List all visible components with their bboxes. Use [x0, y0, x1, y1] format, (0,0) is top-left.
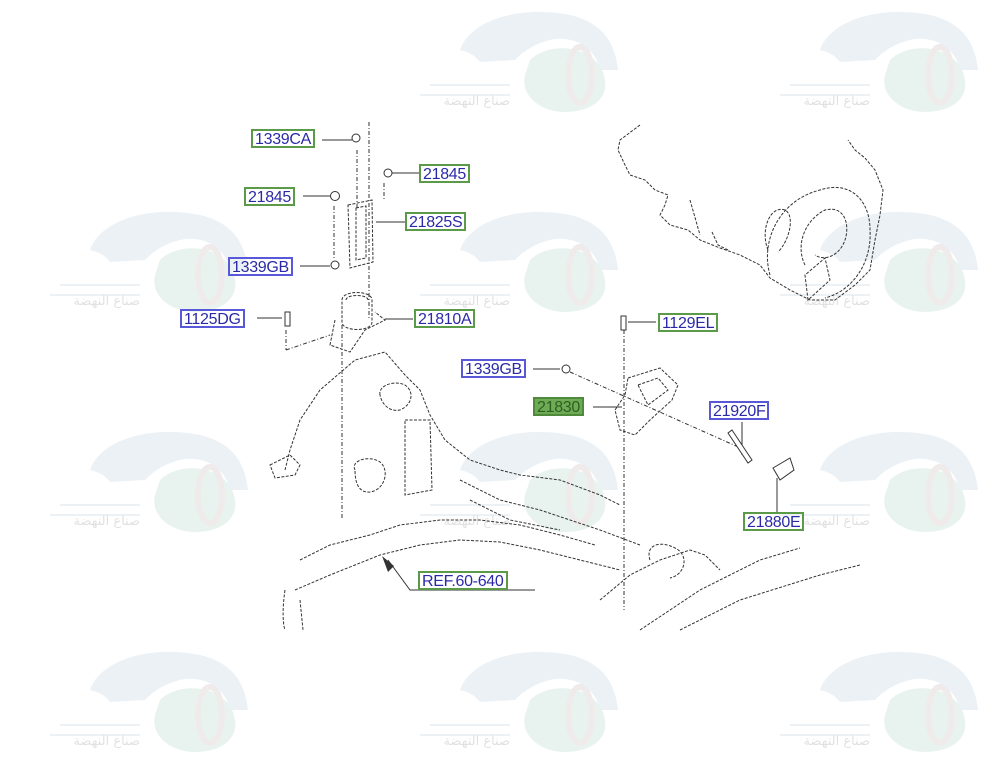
- car-gear-logo-icon: [420, 651, 618, 752]
- subframe-block: [379, 382, 412, 411]
- part-label-1129EL[interactable]: 1129EL: [658, 313, 719, 332]
- engine-outline: [617, 124, 884, 301]
- watermark-text: صناع النهضة: [803, 294, 870, 309]
- engine-bellhousing: [766, 186, 871, 299]
- subframe-block: [353, 458, 386, 493]
- car-gear-logo-icon: [780, 431, 978, 532]
- part-label-21845-right[interactable]: 21845: [419, 164, 470, 183]
- part-label-21845-left[interactable]: 21845: [244, 187, 295, 206]
- part-label-REF-60-640[interactable]: REF.60-640: [418, 571, 508, 590]
- part-label-21810A[interactable]: 21810A: [414, 309, 476, 328]
- subframe-leg: [282, 589, 304, 631]
- watermark-logo: صناع النهضة: [760, 640, 990, 755]
- mount-upper-bracket: [347, 199, 374, 269]
- watermark-text: صناع النهضة: [803, 734, 870, 749]
- subframe-lower: [299, 519, 596, 561]
- car-gear-logo-icon: [50, 211, 248, 312]
- mount-upper-bracket-inner: [355, 205, 367, 261]
- watermark-text: صناع النهضة: [73, 294, 140, 309]
- part-label-1339CA[interactable]: 1339CA: [251, 129, 316, 148]
- mount-insulator: [341, 292, 373, 330]
- watermark-logo: صناع النهضة: [30, 420, 260, 535]
- watermark-text: صناع النهضة: [73, 514, 140, 529]
- watermark-logo: صناع النهضة: [400, 200, 630, 315]
- subframe-crossmember: [469, 499, 561, 531]
- car-gear-logo-icon: [420, 11, 618, 112]
- subframe-crossmember: [459, 479, 641, 546]
- watermark-text: صناع النهضة: [443, 94, 510, 109]
- watermark-logo: صناع النهضة: [400, 0, 630, 115]
- subframe-rail: [294, 539, 621, 591]
- watermark-text: صناع النهضة: [443, 734, 510, 749]
- watermark-logo: صناع النهضة: [760, 420, 990, 535]
- frame-right: [599, 549, 721, 601]
- watermark-logo: صناع النهضة: [400, 640, 630, 755]
- watermark-text: صناع النهضة: [73, 734, 140, 749]
- watermark-logo: صناع النهضة: [30, 640, 260, 755]
- part-label-1125DG[interactable]: 1125DG: [180, 309, 245, 328]
- car-gear-logo-icon: [50, 431, 248, 532]
- subframe-outline: [284, 351, 621, 506]
- part-label-1339GB-mid[interactable]: 1339GB: [461, 359, 526, 378]
- car-gear-logo-icon: [50, 651, 248, 752]
- part-label-21880E[interactable]: 21880E: [743, 512, 805, 531]
- mount-insulator-top: [345, 295, 369, 301]
- frame-right: [639, 547, 801, 631]
- car-gear-logo-icon: [780, 651, 978, 752]
- engine-detail: [764, 208, 791, 253]
- watermark-logo: صناع النهضة: [760, 200, 990, 315]
- part-label-21920F[interactable]: 21920F: [709, 401, 770, 420]
- watermark-text: صناع النهضة: [803, 514, 870, 529]
- part-label-21830[interactable]: 21830: [533, 397, 584, 416]
- frame-right: [648, 543, 685, 579]
- engine-detail: [804, 257, 831, 302]
- trans-mount-bracket: [614, 367, 679, 436]
- engine-boss: [800, 208, 848, 266]
- watermark-text: صناع النهضة: [803, 94, 870, 109]
- car-gear-logo-icon: [420, 211, 618, 312]
- watermark-text: صناع النهضة: [443, 294, 510, 309]
- watermark-logo: صناع النهضة: [760, 0, 990, 115]
- watermark-text: صناع النهضة: [443, 514, 510, 529]
- subframe-block: [404, 419, 433, 496]
- part-label-1339GB-top[interactable]: 1339GB: [228, 257, 293, 276]
- watermark-logo: صناع النهضة: [30, 200, 260, 315]
- car-gear-logo-icon: [780, 11, 978, 112]
- mount-insulator-base: [329, 311, 386, 353]
- car-gear-logo-icon: [780, 211, 978, 312]
- subframe-detail: [269, 454, 301, 479]
- trans-mount-bracket-inner: [637, 377, 669, 406]
- engine-detail: [689, 199, 729, 251]
- part-label-21825S[interactable]: 21825S: [405, 212, 467, 231]
- frame-right: [679, 564, 861, 631]
